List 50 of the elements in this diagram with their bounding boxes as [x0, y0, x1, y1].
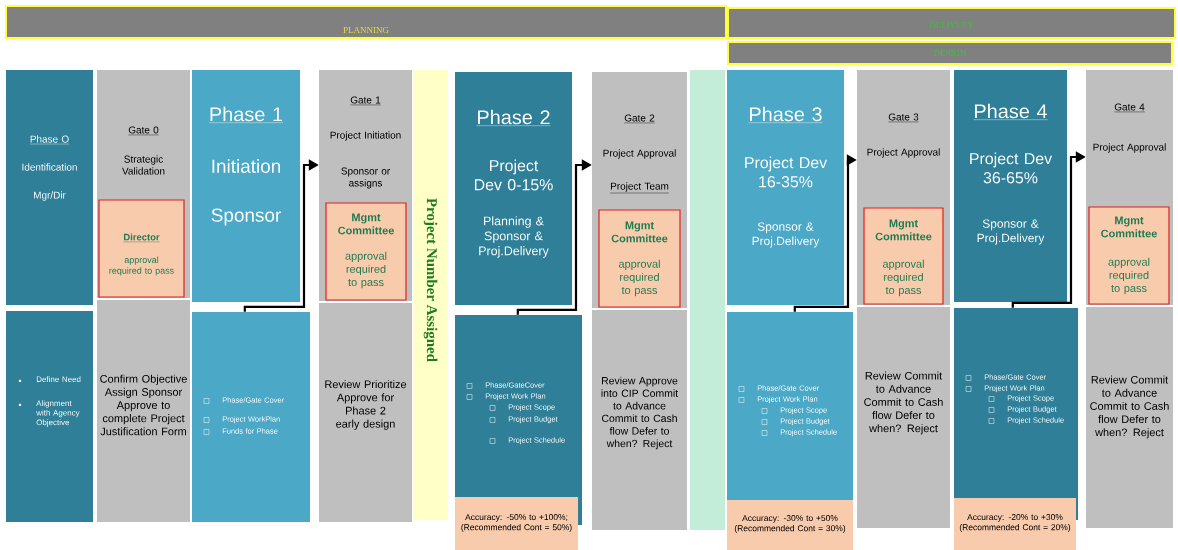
accuracy-text: Accuracy: -20% to +30% (Recommended Cont = 20%)	[959, 514, 1071, 532]
review-steps-text: Review Commit to Advance Commit to Cash flow Defer to when? Reject	[864, 371, 943, 435]
review-steps-text: Review Prioritize Approve for Phase 2 early design	[325, 380, 407, 430]
description-text: Mgr/Dir	[34, 191, 66, 201]
approval-text: approval required to pass	[109, 256, 174, 276]
review-steps-text: Confirm Objective Assign Sponsor Approve to complete Project Justification Form	[100, 374, 187, 436]
phase-subtitle: Initiation	[212, 159, 280, 173]
banner-label: DESIGN	[933, 50, 967, 56]
spacer-column	[690, 70, 725, 530]
description-text: Strategic Validation	[122, 155, 165, 175]
owner-label: Sponsor	[211, 208, 281, 226]
approval-text: approval required to pass	[882, 259, 924, 297]
gate-title: Gate 0	[128, 126, 159, 136]
approver-label: Mgmt Committee	[1101, 216, 1157, 238]
owner-label: Planning & Sponsor & Proj.Delivery	[479, 216, 549, 258]
description-text: Project Approval	[867, 148, 940, 158]
phase-title: Phase 3	[748, 106, 823, 123]
approver-label: Director	[123, 233, 160, 243]
approval-text: approval required to pass	[345, 251, 387, 289]
gate-title: Gate 2	[624, 114, 655, 124]
phase-subtitle: Project Dev 36-65%	[970, 152, 1053, 184]
description-text: Sponsor or assigns	[341, 167, 390, 189]
phase-title: Phase O	[29, 135, 70, 145]
gate-title: Gate 1	[350, 96, 381, 106]
description-text: Project Approval	[603, 149, 676, 159]
phase-title: Phase 2	[476, 109, 551, 126]
phase-subtitle: Project Dev 0-15%	[474, 159, 553, 191]
description-text: Identification	[22, 163, 77, 171]
banner-label: PLANNING	[343, 27, 389, 33]
approval-text: approval required to pass	[1108, 257, 1150, 295]
description-text: Project Approval	[1093, 143, 1166, 153]
review-steps-text: Review Approve into CIP Commit to Advance Commit to Cash flow Defer to when? Reject	[601, 376, 679, 450]
banner-label: DELIVERY	[929, 22, 974, 28]
approver-label: Mgmt Committee	[611, 221, 668, 243]
vertical-label: Project Number Assigned	[423, 198, 438, 362]
owner-label: Sponsor & Proj.Delivery	[752, 222, 820, 248]
gate-title: Gate 4	[1114, 103, 1145, 113]
accuracy-text: Accuracy: -50% to +100%; (Recommended Cont = 50%)	[461, 514, 572, 532]
gate-title: Gate 3	[888, 113, 919, 123]
accuracy-text: Accuracy: -30% to +50% (Recommended Cont = 30%)	[734, 515, 846, 533]
approver-label: Mgmt Committee	[338, 213, 394, 235]
phase-subtitle: Project Dev 16-35%	[745, 156, 828, 188]
approval-text: approval required to pass	[618, 259, 660, 297]
phase-title: Phase 1	[208, 106, 284, 123]
description-text: Project Initiation	[330, 131, 401, 141]
approver-label: Mgmt Committee	[875, 219, 932, 241]
phase-title: Phase 4	[973, 103, 1048, 120]
description-text: Project Team	[609, 182, 670, 194]
owner-label: Sponsor & Proj.Delivery	[977, 219, 1045, 245]
review-steps-text: Review Commit to Advance Commit to Cash flow Defer to when? Reject	[1090, 375, 1169, 439]
